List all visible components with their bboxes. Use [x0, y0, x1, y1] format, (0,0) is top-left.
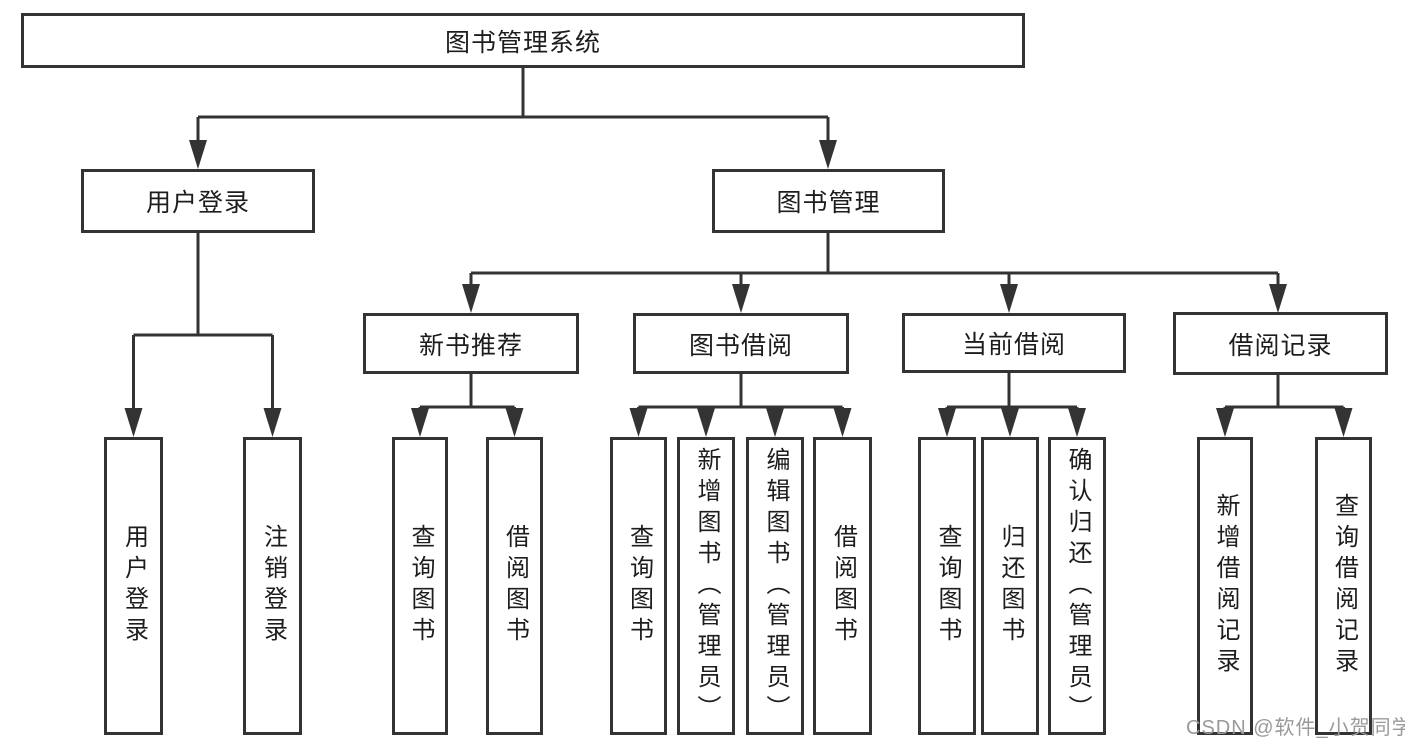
- node-borrowing-records: 借阅记录: [1173, 312, 1388, 375]
- node-leaf-query-borrow-record: 查询借阅记录: [1315, 437, 1372, 735]
- node-leaf-query-books-current: 查询图书: [918, 437, 976, 735]
- branch-root: [189, 68, 837, 169]
- node-leaf-confirm-return-admin: 确认归还（管理员）: [1048, 437, 1106, 735]
- node-leaf-user-login: 用户登录: [104, 437, 163, 735]
- node-book-borrowing: 图书借阅: [633, 313, 849, 374]
- branch-current-borrowing: [938, 373, 1086, 437]
- branch-new-book-recommend: [411, 374, 524, 437]
- csdn-watermark: CSDN @软件_小贺同学: [1186, 717, 1405, 739]
- node-leaf-edit-books-admin: 编辑图书（管理员）: [746, 437, 804, 735]
- branch-book-borrowing: [629, 374, 852, 437]
- node-leaf-return-books: 归还图书: [981, 437, 1039, 735]
- node-leaf-add-books-admin: 新增图书（管理员）: [677, 437, 735, 735]
- branch-user-login: [124, 233, 282, 437]
- node-leaf-query-books-borrowing: 查询图书: [610, 437, 667, 735]
- node-book-management: 图书管理: [712, 169, 945, 233]
- node-leaf-logout: 注销登录: [243, 437, 302, 735]
- branch-book-management: [462, 233, 1287, 313]
- branch-borrowing-records: [1216, 375, 1353, 437]
- node-root: 图书管理系统: [21, 13, 1025, 68]
- node-leaf-borrow-books-borrowing: 借阅图书: [813, 437, 872, 735]
- node-leaf-add-borrow-record: 新增借阅记录: [1197, 437, 1253, 735]
- node-new-book-recommend: 新书推荐: [363, 313, 579, 374]
- node-user-login: 用户登录: [81, 169, 315, 233]
- node-leaf-borrow-books-recommend: 借阅图书: [486, 437, 543, 735]
- node-current-borrowing: 当前借阅: [902, 313, 1126, 373]
- node-leaf-query-books-recommend: 查询图书: [392, 437, 448, 735]
